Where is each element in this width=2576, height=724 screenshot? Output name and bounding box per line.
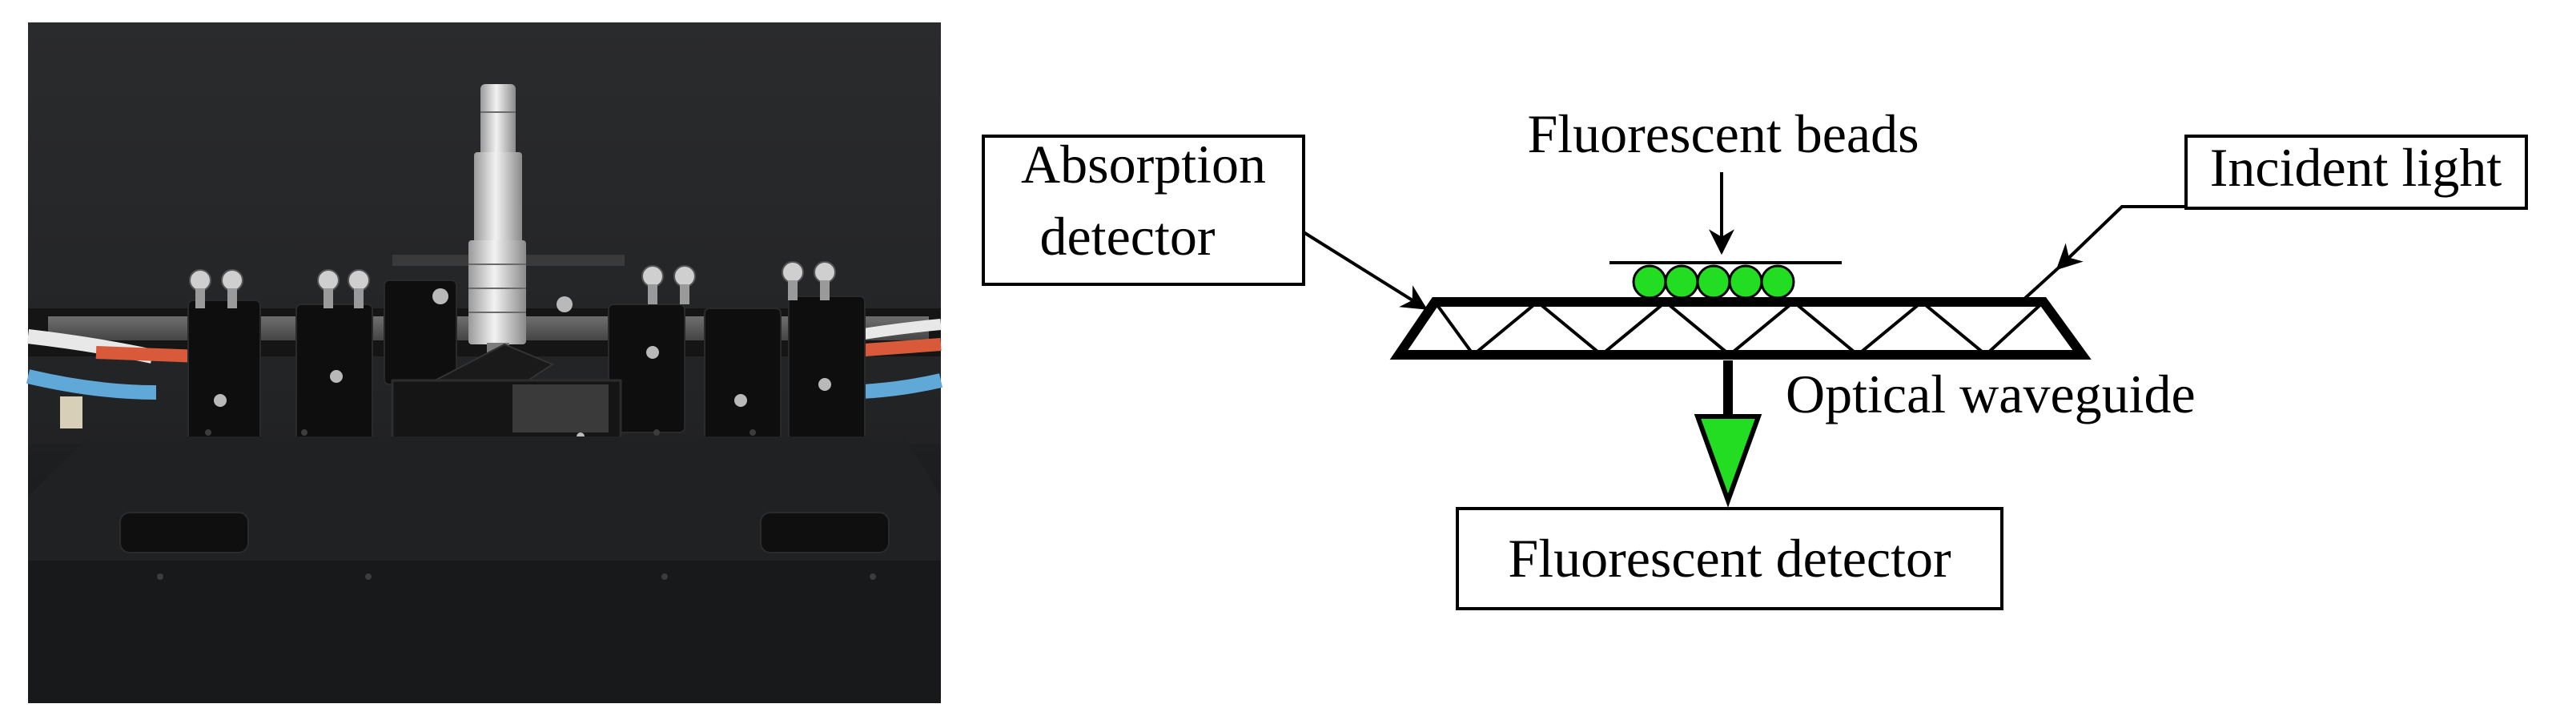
bead: [1760, 264, 1795, 300]
mount-brackets: [187, 280, 866, 453]
micrometer: [468, 84, 526, 379]
fluorescent-detector-label: Fluorescent detector: [1508, 528, 1951, 589]
fluorescent-beads-label: Fluorescent beads: [1527, 103, 1919, 164]
incident-light-box: Incident light: [2184, 135, 2528, 210]
waveguide-schematic: Absorption detector Fluorescent beads In…: [982, 103, 2528, 610]
emission-arrow: [1694, 360, 1762, 508]
setup-photo: [26, 22, 943, 703]
absorption-detector-label-line2: detector: [1040, 206, 1216, 267]
absorption-detector-box: Absorption detector: [982, 134, 1305, 286]
absorption-arrow: [1302, 231, 1428, 310]
bead: [1696, 264, 1731, 300]
fluorescent-beads: [1632, 264, 1795, 300]
optical-waveguide-label: Optical waveguide: [1786, 364, 2196, 424]
absorption-detector-label-line1: Absorption: [1021, 134, 1266, 195]
left-cables: [26, 329, 201, 428]
bead: [1632, 264, 1667, 300]
incident-light-arrow: [2056, 205, 2186, 271]
bead: [1664, 264, 1699, 300]
bead: [1728, 264, 1763, 300]
incident-light-label: Incident light: [2210, 137, 2502, 198]
optical-waveguide: [1389, 297, 2092, 360]
fluorescent-detector-box: Fluorescent detector: [1456, 507, 2003, 610]
